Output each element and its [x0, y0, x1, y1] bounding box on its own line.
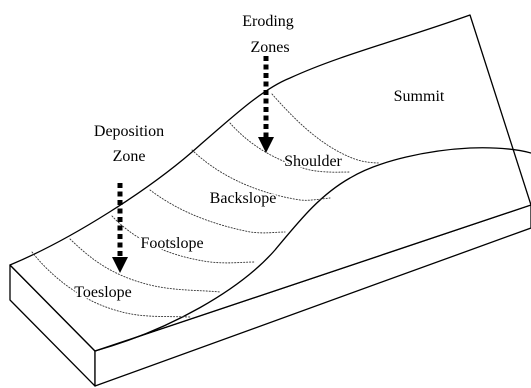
landscape-block: [9, 14, 531, 387]
toeslope-footslope-boundary: [69, 238, 221, 293]
arrow-down-icon: [112, 257, 128, 273]
deposition-arrow: [112, 183, 128, 273]
footslope-label: Footslope: [140, 235, 203, 252]
diagram-labels: Eroding Zones Deposition Zone Summit Sho…: [73, 13, 445, 303]
eroding-arrow: [258, 56, 274, 153]
shoulder-summit-boundary: [271, 93, 381, 164]
arrow-down-icon: [258, 137, 274, 153]
backslope-label: Backslope: [210, 190, 277, 207]
slope-surface: [9, 14, 531, 352]
summit-label: Summit: [394, 88, 445, 105]
backslope-boundary: [191, 149, 331, 201]
footslope-backslope-boundary: [149, 189, 286, 234]
lower-break-line: [94, 147, 531, 352]
slope-zone-boundaries: [31, 93, 381, 318]
eroding-label-line2: Zones: [250, 39, 289, 56]
toeslope-label: Toeslope: [74, 284, 132, 301]
footslope-boundary: [111, 215, 256, 264]
deposition-label-line1: Deposition: [94, 123, 164, 140]
toeslope-upper-boundary: [31, 251, 191, 318]
shoulder-label: Shoulder: [284, 153, 342, 170]
backslope-shoulder-boundary: [229, 122, 351, 173]
eroding-label-line1: Eroding: [242, 13, 294, 30]
deposition-label-line2: Zone: [113, 148, 146, 165]
